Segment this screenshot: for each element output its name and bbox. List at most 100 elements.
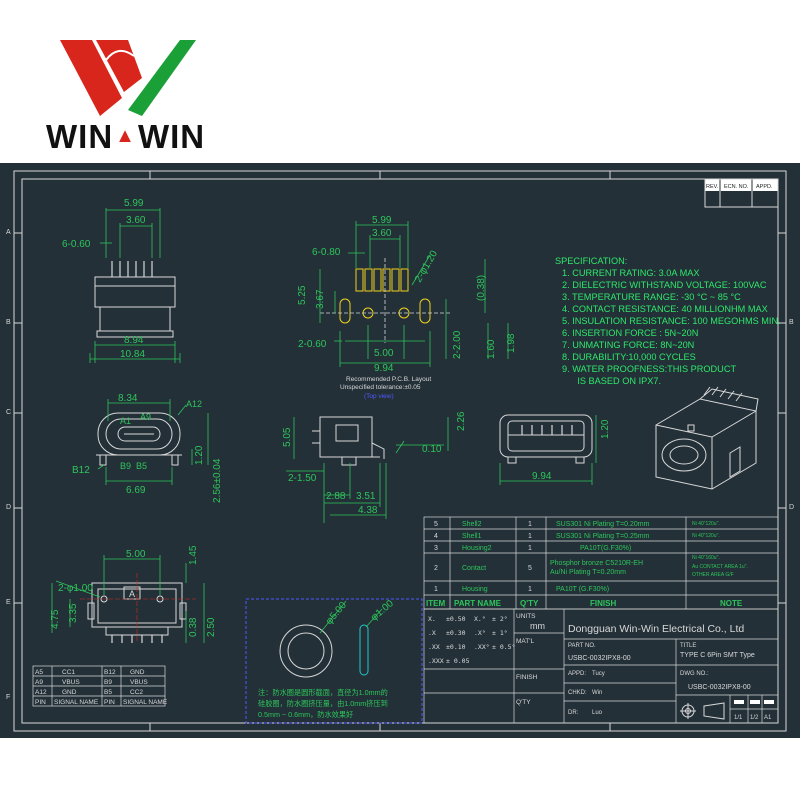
pin-b5: B5	[104, 689, 112, 696]
qty-label: Q'TY	[516, 699, 531, 706]
title-block: X. ±0.50 X.° ± 2° .X ±0.30 .X° ± 1° .XX …	[423, 608, 779, 724]
sig-cc2: CC2	[130, 689, 143, 696]
top-dim-8-94: 8.94	[124, 335, 144, 346]
bom-name-1: Housing	[462, 586, 488, 593]
bom-note-2c: OTHER AREA G/F	[692, 572, 734, 578]
row-label-b-right: B	[789, 319, 794, 326]
tol-dxxdeg-val: ± 0.5°	[492, 643, 515, 651]
bom-name-3: Housing2	[462, 545, 492, 552]
tol-dxx: .XX	[428, 643, 440, 651]
appd-label: APPD.	[756, 184, 773, 190]
bom-header-item: ITEM	[426, 599, 445, 608]
bom-name-5: Shell2	[462, 521, 482, 528]
pcb-dim-5-25: 5.25	[297, 285, 308, 305]
company-name: Dongguan Win-Win Electrical Co., Ltd	[568, 623, 744, 635]
pin-header-1: PIN	[35, 699, 46, 706]
bom-qty-3: 1	[528, 545, 532, 552]
spec-line-9: 9. WATER PROOFNESS:THIS PRODUCT	[562, 364, 736, 374]
spec-line-8: 8. DURABILITY:10,000 CYCLES	[562, 352, 696, 362]
bom-qty-4: 1	[528, 533, 532, 540]
bom-finish-5: SUS301 Ni Plating T=0.20mm	[556, 521, 650, 528]
tol-dxxx: .XXX	[428, 657, 444, 665]
front-dim-8-34: 8.34	[118, 393, 138, 404]
pcb-dim-9-94: 9.94	[374, 363, 394, 374]
ring-note-line-3: 0.5mm ~ 0.6mm，防水效果好	[258, 710, 353, 719]
bom-header-finish: FINISH	[590, 599, 616, 608]
size-value: A1	[764, 715, 772, 721]
side-dim-5-05: 5.05	[282, 427, 293, 447]
pcb-dim-0-38: (0.38)	[476, 275, 487, 301]
spec-title: SPECIFICATION:	[555, 256, 627, 266]
spec-line-3: 3. TEMPERATURE RANGE: -30 °C ~ 85 °C	[562, 292, 741, 302]
chkd-by-label: CHKD:	[568, 690, 587, 696]
title-value: TYPE C 6Pin SMT Type	[680, 652, 755, 659]
spec-line-10: IS BASED ON IPX7.	[562, 376, 661, 386]
bottom-dim-1-45: 1.45	[188, 545, 199, 565]
rear-dim-9-94: 9.94	[532, 471, 552, 482]
ring-dim-phi-1: φ1.00	[369, 598, 396, 623]
drawing-canvas: A B C D E F B D REV. ECN. NO. APPD.	[6, 170, 794, 732]
ecn-label: ECN. NO.	[724, 184, 749, 190]
bom-finish-2a: Phosphor bronze C5210R-EH	[550, 560, 643, 567]
bom-finish-4: SUS301 Ni Plating T=0.25mm	[556, 533, 650, 540]
rev-label: REV.	[706, 184, 719, 190]
bom-note-2b: Au CONTACT AREA 1u".	[692, 564, 748, 570]
sig-cc1: CC1	[62, 669, 75, 676]
pcb-note-topview: (Top view)	[364, 393, 394, 400]
row-label-d-right: D	[789, 504, 794, 511]
bom-item-3: 3	[434, 545, 438, 552]
bom-qty-5: 1	[528, 521, 532, 528]
tol-dx: .X	[428, 629, 436, 637]
brand-left: WIN	[46, 118, 114, 155]
pin-table: A5 CC1 B12 GND A9 VBUS B9 VBUS A12 GND B…	[32, 665, 168, 707]
bom-finish-3: PA10T(G.F30%)	[580, 545, 631, 552]
bottom-dim-5-00: 5.00	[126, 549, 146, 560]
pcb-dim-phi-1-20: 2-φ1.20	[413, 248, 440, 284]
pcb-layout: 5.99 3.60 6-0.80 5.25 3.67 2-φ1.20 (0.38…	[297, 215, 517, 400]
ring-note-line-2: 硅胶圈，防水圈挤压量，由1.0mm挤压到	[258, 699, 388, 708]
sig-gnd-a12: GND	[62, 689, 77, 696]
tol-dxdeg-val: ± 1°	[492, 629, 508, 637]
bottom-dim-0-38: 0.38	[188, 617, 199, 637]
side-dim-2-1-50: 2-1.50	[288, 473, 317, 484]
spec-line-5: 5. INSULATION RESISTANCE: 100 MEGOHMS MI…	[562, 316, 781, 326]
pcb-note-tolerance: Unspecified tolerance:±0.05	[340, 384, 421, 391]
pcb-dim-2-2-00: 2-2.00	[452, 330, 463, 359]
dwg-no-label: DWG NO.:	[680, 671, 709, 677]
row-label-d: D	[6, 504, 11, 511]
bottom-dim-2-50: 2.50	[206, 617, 217, 637]
pcb-dim-5-00: 5.00	[374, 348, 394, 359]
pcb-dim-3-67: 3.67	[315, 289, 326, 309]
tol-dxx-val: ±0.10	[446, 643, 466, 651]
ring-note-line-1: 注：防水圈是圆形截面，直径为1.0mm的	[258, 688, 388, 697]
row-label-c: C	[6, 409, 11, 416]
bottom-pin-a-mark: A	[129, 589, 135, 599]
rear-view: 1.20 9.94	[499, 414, 611, 485]
appd-by-value: Tucy	[592, 671, 605, 677]
bom-qty-2: 5	[528, 565, 532, 572]
side-dim-2-88: 2.88	[326, 491, 346, 502]
top-dim-5-99: 5.99	[124, 198, 144, 209]
brand-triangle: ▲	[115, 125, 136, 147]
front-pin-a1: A1	[120, 416, 131, 426]
bom-note-5: Ni 40"120u".	[692, 521, 720, 527]
tol-dxxdeg: .XX°	[474, 643, 490, 651]
signal-header-2: SIGNAL NAME	[123, 699, 168, 706]
front-dim-2-56: 2.56±0.04	[212, 458, 223, 503]
sig-gnd-b12: GND	[130, 669, 145, 676]
isometric-view	[655, 386, 759, 490]
row-label-e: E	[6, 599, 11, 606]
bom-name-4: Shell1	[462, 533, 482, 540]
front-pin-a9: A9	[140, 412, 151, 422]
pin-a9: A9	[35, 679, 43, 686]
tol-dx-val: ±0.30	[446, 629, 466, 637]
bottom-dim-4-75: 4.75	[50, 609, 61, 629]
row-label-b: B	[6, 319, 11, 326]
bom-finish-1: PA10T (G.F30%)	[556, 586, 609, 593]
front-pin-a12: A12	[186, 399, 202, 409]
scale-value: 1/1	[734, 715, 743, 721]
bottom-view: 5.00 2-φ1.00 1.45 4.75 3.35 0.38 2.50 A	[50, 545, 217, 643]
bom-note-4: Ni 40"120u".	[692, 533, 720, 539]
pcb-dim-3-60: 3.60	[372, 228, 392, 239]
pin-a12: A12	[35, 689, 47, 696]
